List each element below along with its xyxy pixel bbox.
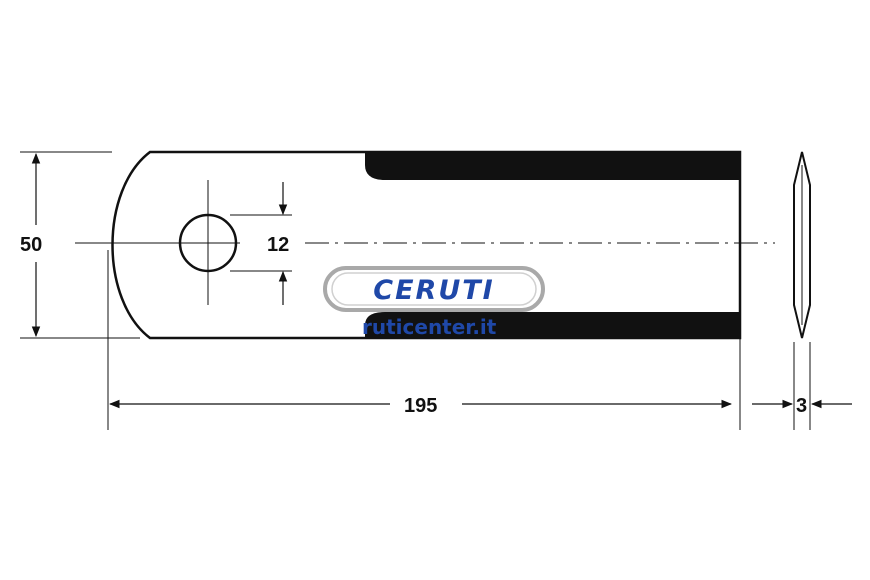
- thickness-label: 3: [796, 395, 807, 417]
- logo-brand-text: CERUTI: [373, 275, 494, 306]
- length-label: 195: [404, 395, 437, 417]
- height-label: 50: [20, 234, 42, 256]
- blade-edge-bottom: [365, 312, 740, 338]
- blade-edge-top: [365, 152, 740, 180]
- website-watermark: ruticenter.it: [362, 315, 497, 339]
- ceruti-logo: CERUTI: [323, 266, 545, 312]
- blade-outline: [111, 150, 742, 340]
- hole-diameter-label: 12: [267, 234, 289, 256]
